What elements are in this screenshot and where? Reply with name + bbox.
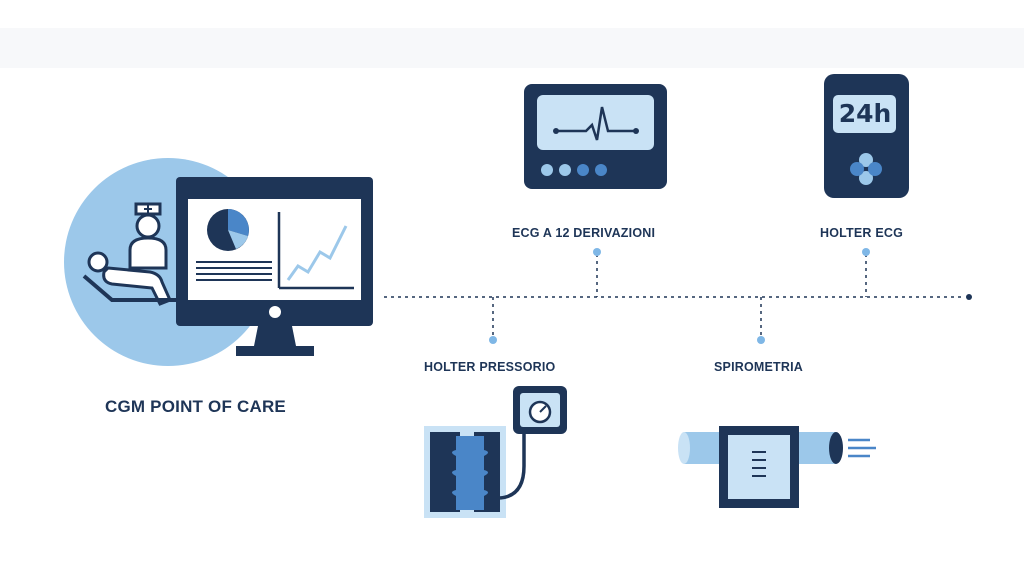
- label-holter-pressure: HOLTER PRESSORIO: [424, 360, 556, 374]
- ecg-machine-icon: [524, 84, 667, 189]
- timeline-end-dot: [966, 294, 972, 300]
- label-cgm-point-of-care: CGM POINT OF CARE: [105, 397, 286, 416]
- holter-24h-display: 24h: [838, 99, 892, 128]
- blood-pressure-cuff-icon: [424, 386, 567, 518]
- pie-chart-icon: [207, 209, 249, 251]
- monitor-icon: [176, 177, 373, 356]
- label-spirometry: SPIROMETRIA: [714, 360, 804, 374]
- patient-bed-icon: [82, 251, 178, 306]
- timeline-nodes: [489, 248, 870, 344]
- text-lines: [196, 261, 272, 281]
- top-band: [0, 28, 1024, 68]
- spirometer-icon: [678, 426, 876, 508]
- nurse-icon: [128, 202, 168, 270]
- line-chart-icon: [277, 212, 354, 290]
- holter-ecg-icon: [824, 74, 909, 198]
- label-ecg-12-leads: ECG A 12 DERIVAZIONI: [512, 226, 656, 240]
- label-holter-ecg: HOLTER ECG: [820, 226, 904, 240]
- timeline: [384, 254, 965, 338]
